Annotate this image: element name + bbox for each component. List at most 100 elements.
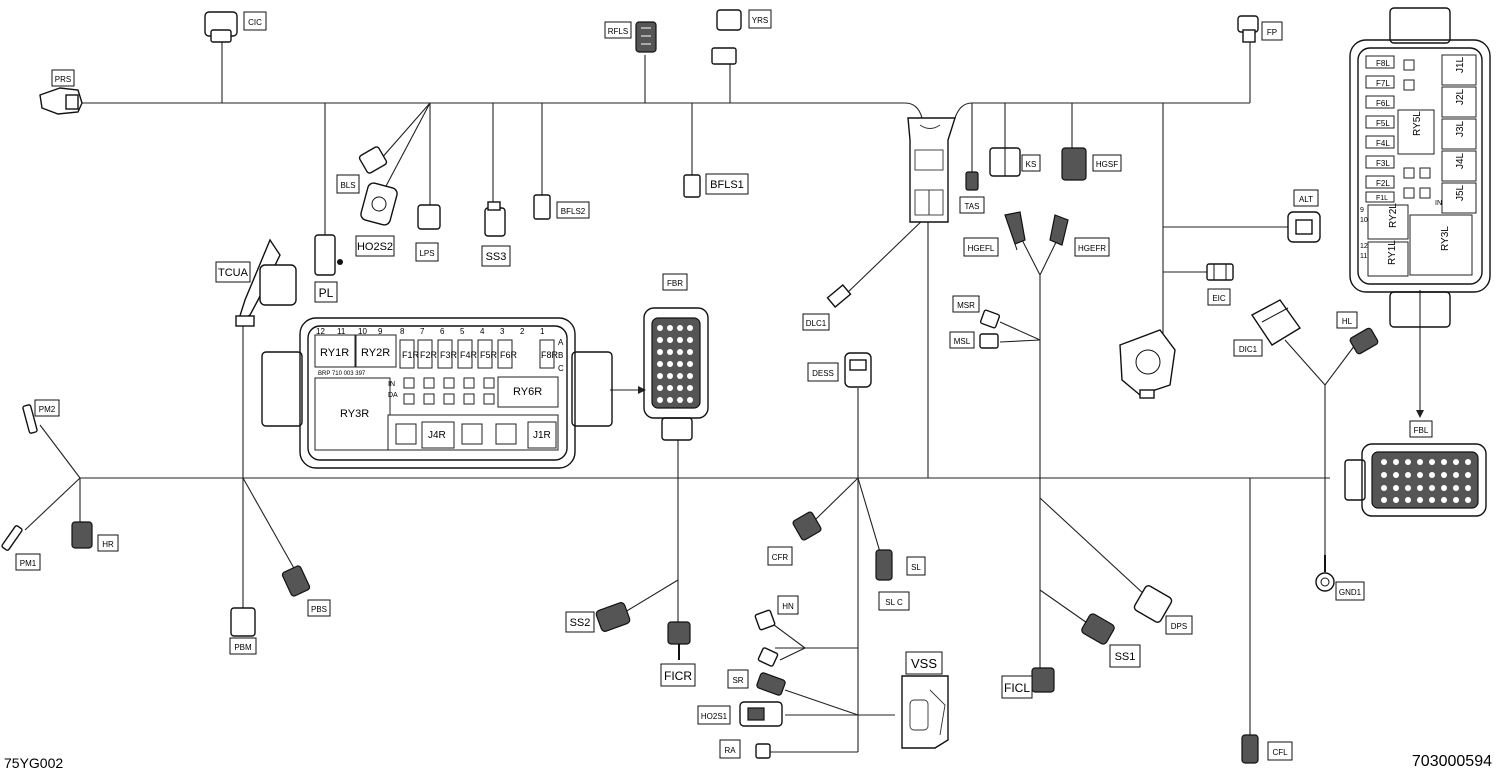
svg-text:CIC: CIC bbox=[248, 18, 262, 27]
ho2s2-connector-icon bbox=[360, 182, 398, 226]
label-cfl: CFL bbox=[1267, 741, 1293, 761]
label-ss3: SS3 bbox=[481, 245, 511, 267]
svg-text:PBM: PBM bbox=[234, 643, 252, 652]
ss1-connector-icon bbox=[1081, 613, 1115, 645]
fuse-f5r: F5R bbox=[480, 350, 498, 360]
svg-text:EIC: EIC bbox=[1212, 294, 1226, 303]
pbs-connector-icon bbox=[281, 565, 311, 597]
relay-ry5l: RY5L bbox=[1412, 111, 1423, 136]
svg-text:FBL: FBL bbox=[1414, 426, 1429, 435]
label-msl: MSL bbox=[949, 331, 975, 349]
svg-text:HR: HR bbox=[102, 540, 114, 549]
starter-solenoid-icon bbox=[1119, 329, 1176, 399]
relay-ry2r: RY2R bbox=[361, 347, 390, 359]
relay-ry6r: RY6R bbox=[513, 386, 542, 398]
right-box-number-10: 10 bbox=[358, 327, 367, 336]
label-pbs: PBS bbox=[307, 599, 331, 617]
vss-sensor-icon bbox=[901, 675, 949, 749]
rfls-connector-icon bbox=[635, 21, 657, 53]
fuse-f3l: F3L bbox=[1376, 159, 1390, 168]
fuse-box-right: 12 11 10 9 8 7 6 5 4 3 2 1 A B C RY1R RY… bbox=[261, 317, 613, 469]
fbl-module bbox=[1344, 443, 1487, 517]
dlc1-connector-icon bbox=[826, 283, 852, 309]
label-fp: FP bbox=[1261, 21, 1283, 41]
svg-text:HGEFR: HGEFR bbox=[1078, 244, 1106, 253]
ss2-connector-icon bbox=[595, 602, 631, 632]
right-box-da-mark: DA bbox=[388, 392, 398, 399]
left-fuse-slots bbox=[1365, 55, 1431, 203]
label-fbr: FBR bbox=[662, 273, 688, 291]
right-box-number-12: 12 bbox=[316, 327, 325, 336]
pl-connector-icon bbox=[314, 234, 343, 276]
svg-text:BLS: BLS bbox=[340, 181, 355, 190]
label-yrs: YRS bbox=[748, 9, 772, 29]
hn-connector-icon bbox=[754, 609, 779, 667]
right-box-letter-a: A bbox=[558, 338, 564, 347]
svg-text:PBS: PBS bbox=[311, 605, 327, 614]
pm1-connector-icon bbox=[1, 525, 23, 551]
fp-connector-icon bbox=[1237, 15, 1259, 43]
svg-text:DPS: DPS bbox=[1171, 622, 1187, 631]
cfr-connector-icon bbox=[792, 511, 822, 541]
svg-text:RFLS: RFLS bbox=[608, 27, 628, 36]
svg-text:SS2: SS2 bbox=[570, 617, 591, 629]
svg-text:TCUA: TCUA bbox=[218, 267, 249, 279]
jumper-j4l: J4L bbox=[1455, 152, 1466, 169]
tcua-connector-icon bbox=[235, 238, 297, 327]
label-ho2s2: HO2S2 bbox=[355, 235, 395, 257]
label-pm2: PM2 bbox=[34, 399, 60, 417]
label-tcua: TCUA bbox=[215, 261, 251, 283]
right-box-number-11: 11 bbox=[337, 327, 346, 336]
svg-text:SS3: SS3 bbox=[486, 251, 507, 263]
svg-text:SS1: SS1 bbox=[1115, 651, 1136, 663]
label-sr: SR bbox=[727, 669, 749, 689]
right-box-number-2: 2 bbox=[520, 327, 525, 336]
label-hgsf: HGSF bbox=[1092, 154, 1122, 172]
svg-text:TAS: TAS bbox=[965, 202, 980, 211]
fuse-f1l: F1L bbox=[1376, 195, 1388, 202]
svg-text:HL: HL bbox=[1342, 317, 1353, 326]
label-pbm: PBM bbox=[229, 637, 257, 655]
label-ficr: FICR bbox=[660, 663, 696, 687]
right-box-number-9: 9 bbox=[378, 327, 383, 336]
hl-connector-icon bbox=[1349, 327, 1379, 355]
label-hn: HN bbox=[777, 595, 799, 615]
ho2s1-connector-icon bbox=[739, 701, 783, 727]
right-box-number-5: 5 bbox=[460, 327, 465, 336]
hgefl-connector-icon bbox=[1004, 211, 1026, 251]
label-pm1: PM1 bbox=[15, 553, 41, 571]
label-vss: VSS bbox=[905, 651, 943, 675]
label-sl: SL bbox=[906, 556, 926, 576]
fuse-f5l: F5L bbox=[1376, 119, 1390, 128]
right-box-number-6: 6 bbox=[440, 327, 445, 336]
label-ra: RA bbox=[719, 739, 741, 759]
lps-connector-icon bbox=[417, 204, 441, 230]
connector-labels: CIC PRS RFLS YRS FP BLS HO2S2 LPS SS3 BF… bbox=[15, 9, 1433, 761]
relay-ry1l: RY1L bbox=[1387, 240, 1398, 265]
label-sl-c: SL C bbox=[878, 591, 910, 611]
right-box-number-1: 1 bbox=[540, 327, 545, 336]
label-hgefl: HGEFL bbox=[963, 237, 999, 257]
label-bls: BLS bbox=[336, 174, 360, 194]
label-lps: LPS bbox=[415, 242, 439, 262]
label-tas: TAS bbox=[959, 196, 985, 214]
svg-text:PRS: PRS bbox=[55, 75, 71, 84]
bls-connector-icon bbox=[358, 146, 388, 174]
label-hl: HL bbox=[1336, 311, 1358, 329]
ficl-connector-icon bbox=[1031, 667, 1055, 693]
label-pl: PL bbox=[314, 281, 338, 303]
svg-text:FP: FP bbox=[1267, 28, 1277, 37]
label-dic1: DIC1 bbox=[1233, 339, 1263, 357]
label-ss2: SS2 bbox=[565, 611, 595, 633]
left-box-number-9: 9 bbox=[1360, 207, 1364, 214]
drawing-code-left: 75YG002 bbox=[4, 755, 64, 771]
svg-text:MSL: MSL bbox=[954, 337, 971, 346]
left-box-number-12: 12 bbox=[1360, 243, 1368, 250]
svg-text:LPS: LPS bbox=[419, 249, 434, 258]
right-box-number-8: 8 bbox=[400, 327, 405, 336]
label-dlc1: DLC1 bbox=[802, 313, 830, 331]
connector-symbols bbox=[1, 9, 1379, 764]
dic1-connector-icon bbox=[1250, 299, 1302, 346]
msr-connector-icon bbox=[979, 309, 1001, 329]
